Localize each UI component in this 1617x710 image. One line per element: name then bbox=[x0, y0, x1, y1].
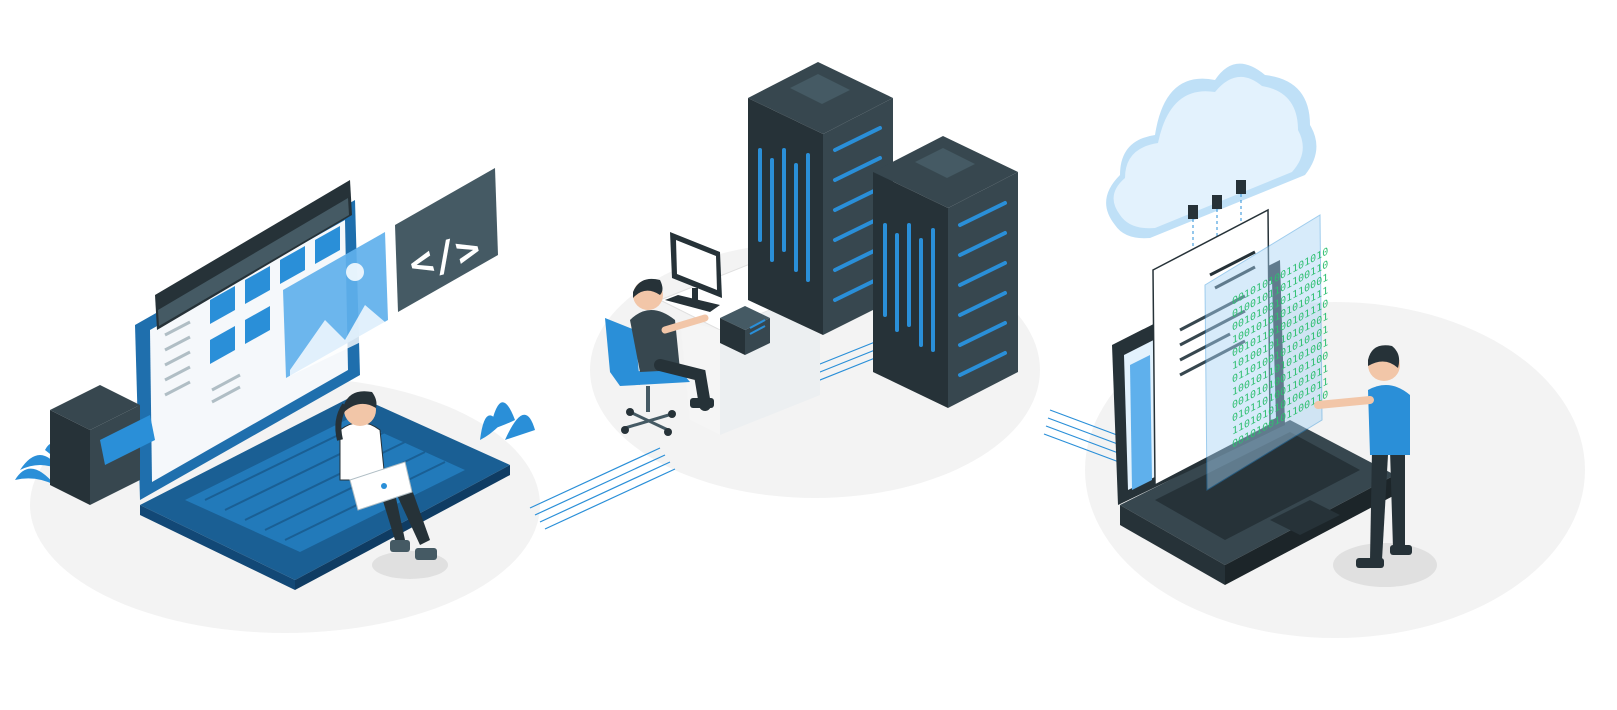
desktop-monitor bbox=[665, 232, 722, 312]
data-panel bbox=[1204, 214, 1323, 491]
office-chair bbox=[605, 318, 690, 436]
mountain-icon bbox=[290, 305, 386, 376]
small-server-box bbox=[720, 306, 770, 355]
trackpad bbox=[1270, 500, 1340, 535]
cloud-icon bbox=[1106, 63, 1317, 239]
folder-icons bbox=[210, 226, 340, 364]
man-at-desk bbox=[630, 278, 714, 411]
document-lines bbox=[1179, 294, 1246, 377]
sun-icon bbox=[346, 263, 364, 281]
plant-right bbox=[480, 402, 535, 440]
connector-lines-left bbox=[529, 447, 676, 530]
big-laptop-keyboard bbox=[1155, 432, 1360, 540]
laptop-keyboard bbox=[185, 418, 465, 552]
server-rack-1 bbox=[748, 62, 893, 335]
server-rack-2 bbox=[873, 136, 1018, 408]
document-panel bbox=[1152, 208, 1271, 487]
file-cabinet bbox=[50, 385, 140, 430]
connector-lines-right bbox=[1043, 409, 1126, 463]
woman-figure bbox=[335, 391, 448, 579]
standing-man bbox=[1314, 345, 1437, 587]
cabinet-drawer bbox=[100, 415, 155, 465]
code-card bbox=[395, 168, 498, 312]
